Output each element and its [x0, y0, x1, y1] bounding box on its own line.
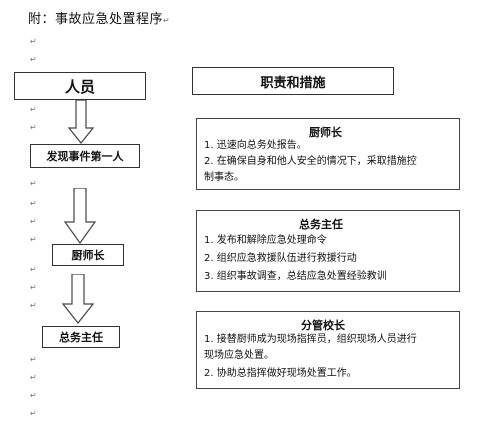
paragraph-mark: ↵	[30, 391, 37, 400]
step-head-chef-box: 厨师长	[52, 244, 124, 266]
panel-line: 1. 接替厨师成为现场指挥员，组织现场人员进行	[204, 334, 417, 345]
step-head-chef-label: 厨师长	[71, 249, 105, 262]
paragraph-mark: ↵	[30, 301, 37, 310]
duties-panel-general-affairs: 总务主任 1. 发布和解除应急处理命令 2. 组织应急救援队伍进行救援行动 3.…	[196, 210, 460, 292]
paragraph-mark: ↵	[30, 235, 37, 244]
paragraph-mark: ↵	[30, 409, 37, 418]
panel-line: 1. 迅速向总务处报告。	[204, 140, 307, 151]
panel-line: 2. 协助总指挥做好现场处置工作。	[204, 368, 357, 379]
header-personnel-box: 人员	[14, 72, 146, 100]
panel-line: 2. 组织应急救援队伍进行救援行动	[204, 253, 357, 264]
panel-title: 分管校长	[301, 319, 345, 332]
duties-panel-head-chef: 厨师长 1. 迅速向总务处报告。 2. 在确保自身和他人安全的情况下，采取措施控…	[196, 118, 460, 190]
paragraph-mark: ↵	[30, 265, 37, 274]
header-duties-label: 职责和措施	[260, 75, 326, 91]
paragraph-mark: ↵	[30, 37, 37, 46]
paragraph-mark: ↵	[30, 123, 37, 132]
step-first-discoverer-box: 发现事件第一人	[30, 144, 140, 168]
step-first-discoverer-label: 发现事件第一人	[46, 150, 124, 163]
header-duties-box: 职责和措施	[192, 67, 394, 95]
paragraph-mark: ↵	[30, 217, 37, 226]
step-general-affairs-label: 总务主任	[59, 331, 103, 344]
duties-panel-vice-principal: 分管校长 1. 接替厨师成为现场指挥员，组织现场人员进行 现场应急处置。 2. …	[196, 311, 460, 389]
down-arrow-icon	[64, 188, 96, 244]
paragraph-mark: ↵	[30, 179, 37, 188]
panel-line: 1. 发布和解除应急处理命令	[204, 235, 327, 246]
paragraph-mark: ↵	[30, 199, 37, 208]
paragraph-mark: ↵	[30, 105, 37, 114]
panel-line: 2. 在确保自身和他人安全的情况下，采取措施控	[204, 156, 417, 167]
step-general-affairs-box: 总务主任	[42, 326, 120, 348]
down-arrow-icon	[62, 274, 94, 324]
down-arrow-icon	[68, 100, 94, 144]
paragraph-mark: ↵	[30, 355, 37, 364]
panel-line: 现场应急处置。	[204, 350, 274, 361]
paragraph-mark: ↵	[30, 283, 37, 292]
paragraph-mark: ↵	[30, 55, 37, 64]
document-title: 附：事故应急处置程序↵	[28, 12, 171, 27]
paragraph-mark: ↵	[30, 373, 37, 382]
header-personnel-label: 人员	[64, 77, 95, 96]
panel-title: 总务主任	[299, 218, 343, 231]
panel-line: 3. 组织事故调查，总结应急处置经验教训	[204, 271, 387, 282]
panel-line: 制事态。	[204, 172, 244, 183]
panel-title: 厨师长	[309, 126, 342, 139]
